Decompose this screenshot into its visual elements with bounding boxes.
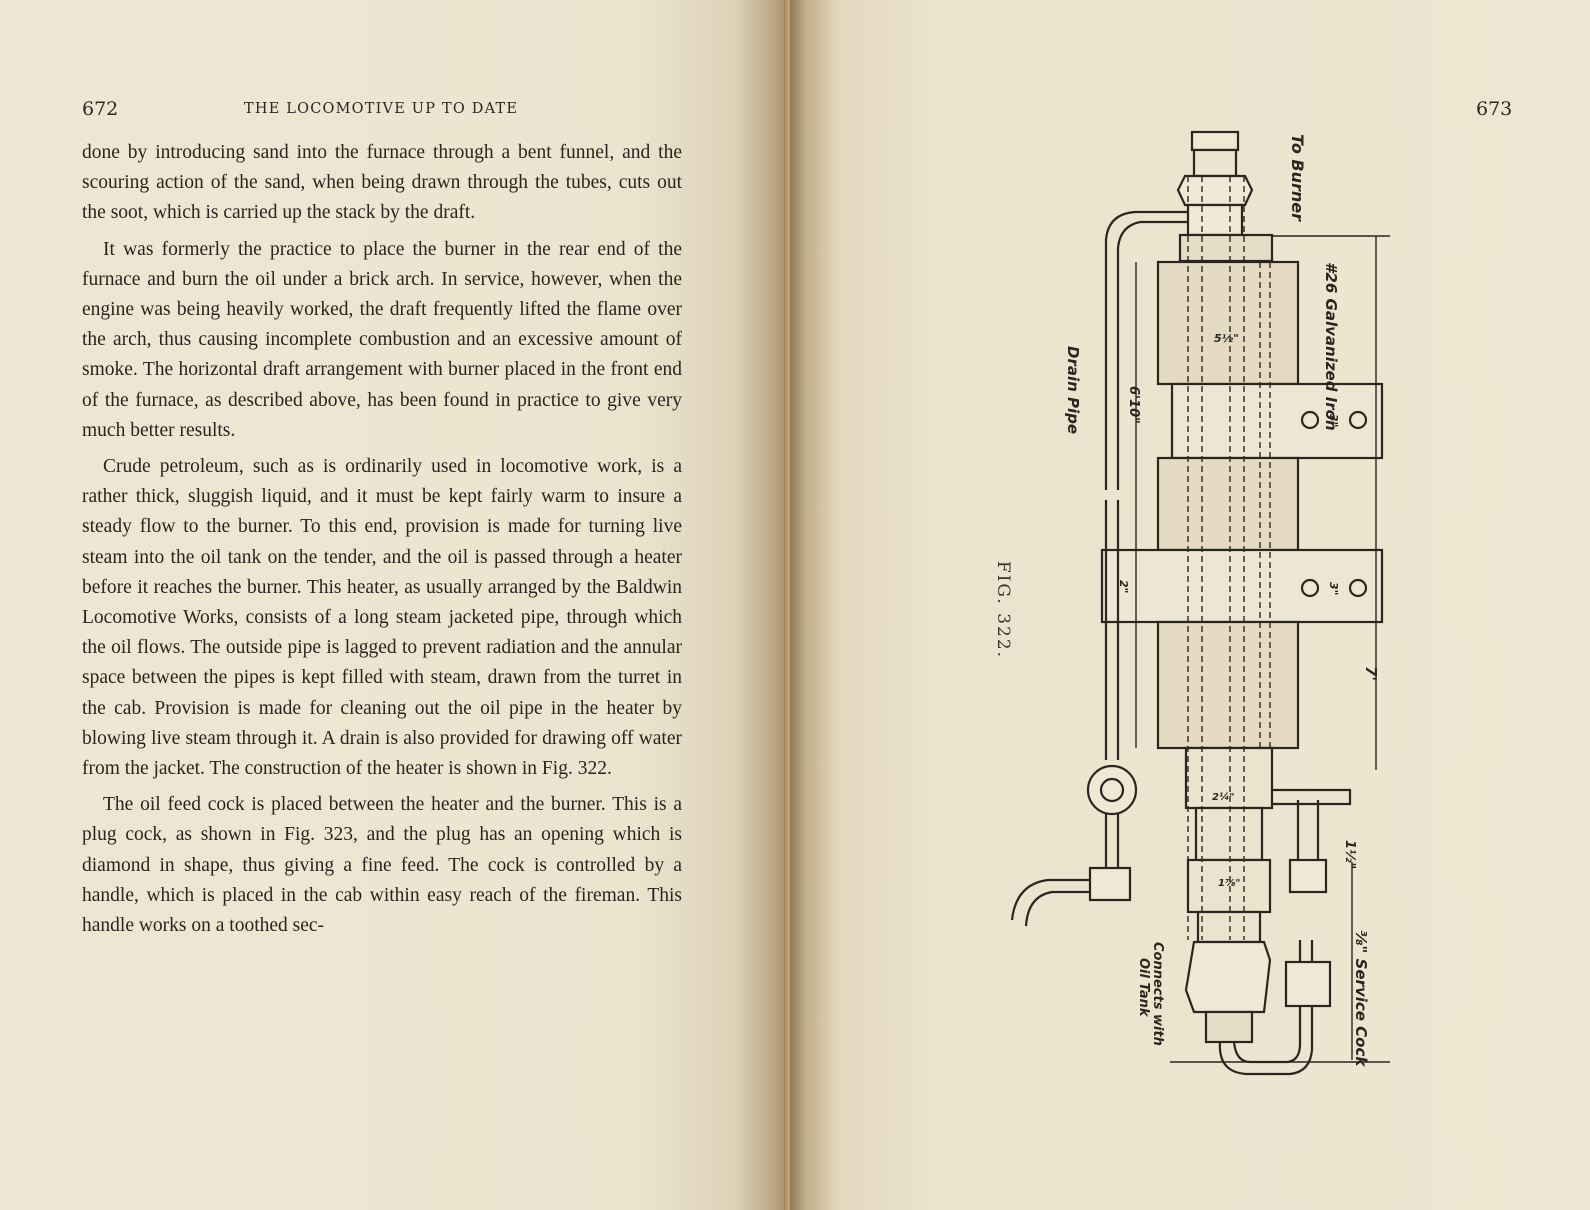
label-dim-3-a: 3" [1327,414,1340,427]
label-dim-3-b: 3" [1327,582,1340,595]
left-page-number: 672 [82,98,119,120]
right-page: 673 FIG. 322. [790,0,1590,1210]
label-dim-1-8: 1⅞" [1218,878,1241,889]
label-to-burner: To Burner [1288,134,1307,222]
label-drain-pipe: Drain Pipe [1064,346,1082,434]
paragraph-2: It was formerly the practice to place th… [82,238,682,441]
label-service-cock: ⅜" Service Cock [1352,930,1370,1067]
paragraph-3: Crude petroleum, such as is ordinarily u… [82,456,682,780]
body-text: done by introducing sand into the furnac… [82,138,682,947]
label-dim-6-10: 6'10" [1126,386,1141,424]
running-head: THE LOCOMOTIVE UP TO DATE [244,101,519,117]
oil-heater-drawing: To Burner #26 Galvanized Iron Drain Pipe… [1010,130,1390,1076]
label-galvanized-iron: #26 Galvanized Iron [1322,262,1340,431]
label-dim-5-half: 5½" [1214,332,1239,345]
paragraph-4: The oil feed cock is placed between the … [82,794,682,937]
paragraph-1: done by introducing sand into the furnac… [82,142,682,224]
label-dim-1-half: 1½" [1342,840,1357,869]
label-dim-2: 2" [1117,580,1130,593]
label-oil-tank: Oil Tank [1136,958,1151,1018]
left-page: 672 THE LOCOMOTIVE UP TO DATE done by in… [0,0,790,1210]
label-connects-with: Connects with [1150,942,1165,1046]
label-dim-7: 7' [1362,666,1380,681]
right-page-number: 673 [1476,98,1513,120]
label-dim-2-quarter: 2¼" [1212,791,1235,803]
book-gutter [784,0,794,1210]
